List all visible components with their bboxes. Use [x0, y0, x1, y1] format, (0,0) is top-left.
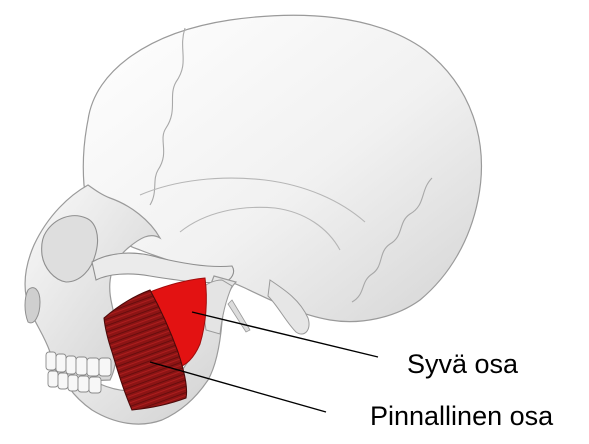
styloid-process	[228, 300, 250, 332]
cranium	[83, 15, 481, 321]
label-deep-part: Syvä osa	[407, 351, 518, 378]
teeth	[46, 352, 111, 393]
label-superficial-part: Pinnallinen osa	[370, 403, 553, 430]
